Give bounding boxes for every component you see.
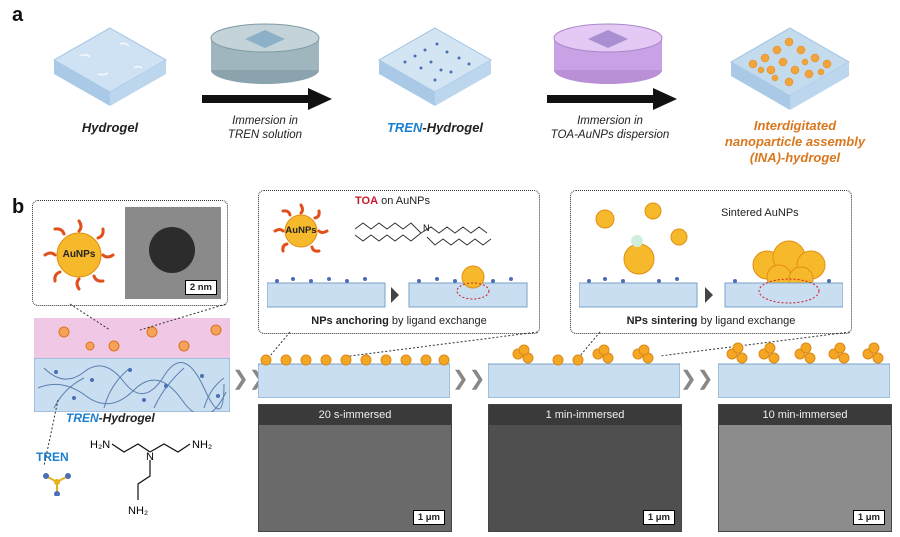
gel-strip-1min [488, 344, 680, 398]
sem-image-1min: 1 min-immersed 1 μm [488, 404, 682, 532]
sintering-caption-bold: NPs sintering [626, 315, 698, 327]
anchoring-caption-rest: by ligand exchange [388, 315, 487, 327]
b-hydrogel-suffix: -Hydrogel [98, 411, 155, 425]
arrow-1-label: Immersion in TREN solution [195, 114, 335, 142]
anchoring-caption: NPs anchoring by ligand exchange [259, 315, 539, 327]
inset-sintering: Sintered AuNPs NPs sintering by ligand e… [570, 190, 852, 334]
tren-hydrogel-slab [377, 27, 493, 106]
anchoring-caption-bold: NPs anchoring [311, 315, 389, 327]
aunp-toa-particle-icon [273, 203, 329, 253]
sem-image-20s: 20 s-immersed 1 μm [258, 404, 452, 532]
arrow-2-label: Immersion in TOA-AuNPs dispersion [535, 114, 685, 142]
panel-letter-b: b [12, 196, 25, 218]
anchoring-gel-strips [267, 265, 528, 308]
tren-prefix: TREN [386, 120, 423, 135]
toa-suffix: on AuNPs [378, 195, 431, 207]
inset-anchoring: AuNPs TOA on AuNPs N NPs anchoring by li… [258, 190, 540, 334]
b-tren-prefix: TREN [66, 411, 99, 425]
sem-10min-label: 10 min-immersed [719, 405, 891, 425]
tren-dish [210, 23, 320, 84]
sintering-illustration [579, 202, 843, 308]
formula-nh2-bottom: NH₂ [128, 505, 148, 517]
sem-20s-label: 20 s-immersed [259, 405, 451, 425]
aunp-dispersion-layer [34, 318, 230, 358]
arrow-1-icon [202, 88, 332, 110]
arrow-2-icon [547, 88, 677, 110]
chevron-3-icon: ❯❯ [680, 368, 714, 390]
ina-line2: nanoparticle assembly [724, 134, 866, 149]
tren-molecule-icon [43, 473, 71, 496]
dispersed-aunps [58, 324, 222, 352]
tren-structure-formula: H₂N N NH₂ NH₂ [90, 439, 212, 517]
formula-nh2-right: NH₂ [192, 439, 212, 451]
hydrogel-slab [52, 27, 168, 106]
hydrogel-suffix: -Hydrogel [422, 120, 484, 135]
inset-left-aunps-label: AuNPs [62, 249, 96, 260]
toa-nitrogen: N [423, 223, 430, 233]
arrow-2-line1: Immersion in [577, 115, 643, 127]
formula-n: N [146, 451, 154, 463]
tem-scale-bar: 2 nm [184, 280, 217, 295]
aunp-particle-icon [43, 219, 115, 291]
sem-1min-scale-bar: 1 μm [642, 510, 675, 525]
toa-molecule-icon: N [354, 222, 492, 246]
ina-hydrogel-label: Interdigitated nanoparticle assembly (IN… [720, 118, 870, 166]
tren-label: TREN [36, 450, 69, 464]
chevron-2-icon: ❯❯ [452, 368, 486, 390]
toa-text: TOA [355, 195, 379, 207]
toa-label: TOA on AuNPs [355, 195, 430, 207]
sem-1min-label: 1 min-immersed [489, 405, 681, 425]
formula-h2n: H₂N [90, 439, 110, 451]
ina-line3: (INA)-hydrogel [749, 150, 841, 165]
sintering-caption-rest: by ligand exchange [697, 315, 796, 327]
chevron-1-icon: ❯❯ [232, 368, 266, 390]
arrow-2-line2: TOA-AuNPs dispersion [550, 129, 670, 141]
sem-20s-scale-bar: 1 μm [412, 510, 445, 525]
inset-mid-aunps-label: AuNPs [285, 225, 317, 236]
panel-letter-a: a [12, 4, 24, 26]
ina-hydrogel-slab [729, 27, 851, 110]
tren-hydrogel-network [34, 358, 230, 412]
ina-line1: Interdigitated [753, 118, 837, 133]
arrow-1-line1: Immersion in [232, 115, 298, 127]
tren-hydrogel-label: TREN-Hydrogel [365, 120, 505, 136]
sintered-aunps-label: Sintered AuNPs [721, 207, 799, 219]
inset-aunp-tem: AuNPs 2 nm [32, 200, 228, 306]
b-tren-hydrogel-label: TREN-Hydrogel [66, 410, 155, 426]
gel-strip-20s [258, 354, 450, 398]
sintering-caption: NPs sintering by ligand exchange [571, 315, 851, 327]
hydrogel-label: Hydrogel [81, 120, 139, 135]
arrow-1-line2: TREN solution [227, 129, 303, 141]
gel-strip-10min [718, 342, 890, 398]
tem-image: 2 nm [125, 207, 221, 299]
tem-particle [149, 227, 195, 273]
sem-10min-scale-bar: 1 μm [852, 510, 885, 525]
aunps-dish [553, 23, 663, 84]
sem-image-10min: 10 min-immersed 1 μm [718, 404, 892, 532]
